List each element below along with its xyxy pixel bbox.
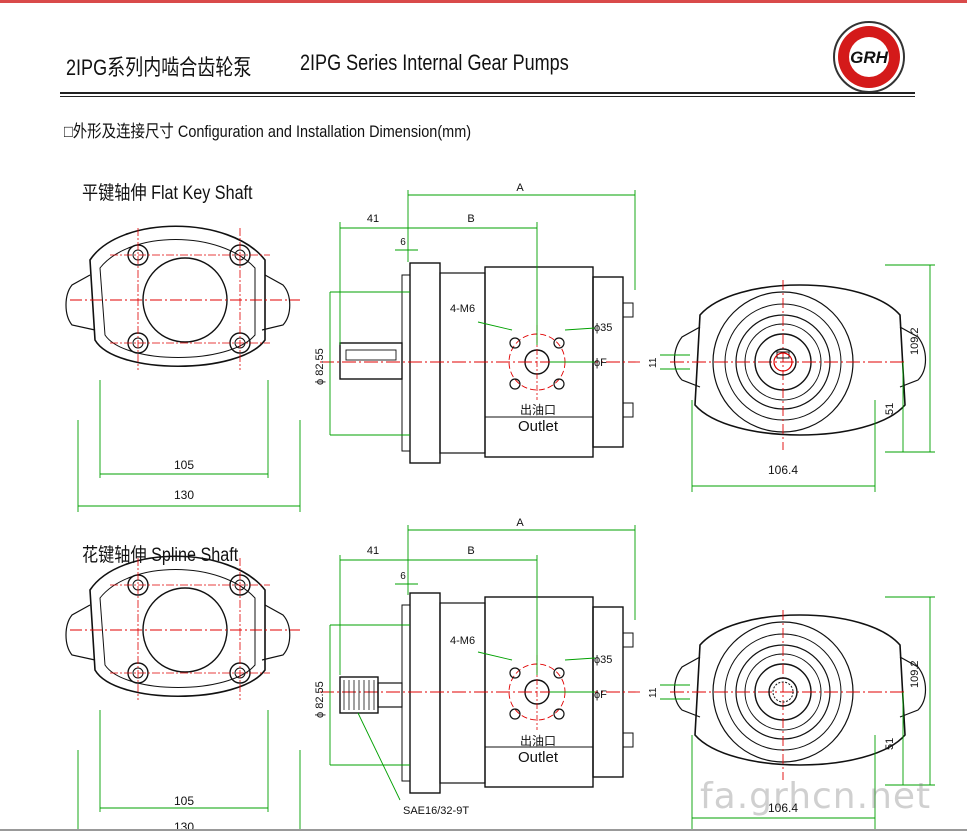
key [345, 349, 397, 361]
outlet-en-b: Outlet [518, 749, 559, 766]
header-rule [60, 92, 915, 94]
dim-1064-b: 106.4 [768, 801, 798, 815]
dim-11-b: 11 [648, 687, 659, 698]
grh-logo: GRH [833, 21, 905, 93]
ports-label-b: 4-M6 [450, 635, 475, 647]
watermark: fa.grhcn.net [700, 776, 932, 817]
bottom-rule [0, 829, 967, 831]
dim-A: A [516, 182, 524, 194]
spline-front-view [65, 555, 301, 701]
dim-130-b: 130 [174, 820, 194, 831]
dim-105-b: 105 [174, 794, 194, 808]
spline-spec: SAE16/32-9T [403, 805, 469, 817]
flat-key-side-view [319, 262, 641, 464]
dim-1092-b: 109.2 [909, 660, 921, 688]
flat-key-rear-view [669, 279, 927, 451]
page-subtitle: □外形及连接尺寸 Configuration and Installation … [64, 122, 472, 141]
shaft-center-mark [773, 352, 793, 372]
dim-51-b: 51 [884, 738, 896, 750]
dim-11: 11 [648, 357, 659, 368]
outlet-cn-b: 出油口 [520, 734, 556, 748]
spline-neck [377, 682, 403, 708]
dim-phi8255-b: ϕ 82.55 [314, 681, 326, 718]
spline-rear-view [669, 609, 927, 781]
logo-text: GRH [850, 48, 889, 67]
outlet-en: Outlet [518, 418, 559, 435]
spline-side-view [319, 592, 641, 794]
dim-1064: 106.4 [768, 463, 798, 477]
outlet-cn: 出油口 [520, 403, 556, 417]
dim-1092: 109.2 [909, 327, 921, 355]
dim-105: 105 [174, 458, 194, 472]
dim-B-b: B [467, 545, 474, 557]
dim-A-b: A [516, 517, 524, 529]
header-rule-thin [60, 96, 915, 97]
dim-phiF-b: ϕF [594, 689, 607, 701]
section-title-flat-key: 平键轴伸 Flat Key Shaft [82, 183, 253, 204]
spline-teeth [343, 680, 375, 710]
flat-key-front-view [65, 225, 301, 371]
dim-phi35: ϕ35 [594, 322, 612, 334]
ports-label: 4-M6 [450, 303, 475, 315]
flat-key-shaft [339, 342, 403, 380]
shaft-end [769, 348, 797, 376]
title-en: 2IPG Series Internal Gear Pumps [300, 50, 569, 75]
top-rule [0, 0, 967, 3]
spline-end [768, 677, 798, 707]
title-cn: 2IPG系列内啮合齿轮泵 [66, 55, 252, 80]
dim-B: B [467, 213, 474, 225]
dim-phi8255: ϕ 82.55 [314, 348, 326, 385]
dim-6-b: 6 [400, 571, 406, 582]
dim-6: 6 [400, 237, 406, 248]
dim-41-b: 41 [367, 545, 379, 557]
dim-phiF: ϕF [594, 357, 607, 369]
dim-phi35-b: ϕ35 [594, 654, 612, 666]
spline-teeth-end [772, 681, 794, 703]
dim-130: 130 [174, 488, 194, 502]
section-title-spline: 花键轴伸 Spline Shaft [82, 545, 239, 566]
dim-51: 51 [884, 403, 896, 415]
dim-41: 41 [367, 213, 379, 225]
